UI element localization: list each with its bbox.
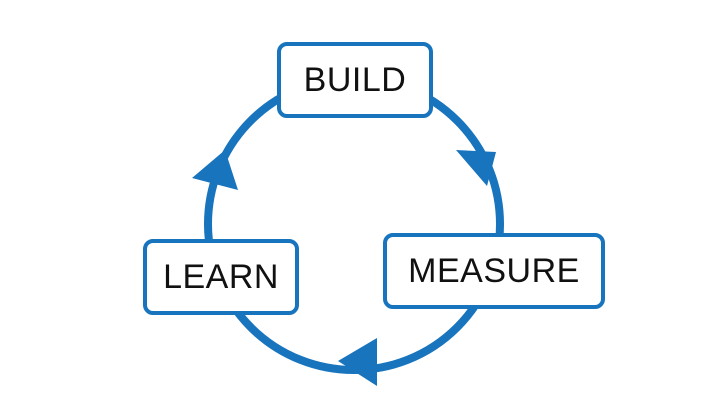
arrow-build-to-measure-icon: [456, 150, 496, 186]
node-learn: LEARN: [143, 239, 299, 315]
arrow-measure-to-learn-icon: [338, 338, 377, 386]
arrow-learn-to-build-icon: [192, 150, 238, 190]
cycle-circle: [204, 74, 504, 374]
node-build: BUILD: [277, 42, 433, 118]
node-learn-label: LEARN: [163, 257, 279, 296]
node-build-label: BUILD: [303, 60, 407, 99]
node-measure: MEASURE: [383, 233, 605, 309]
node-measure-label: MEASURE: [408, 251, 580, 290]
